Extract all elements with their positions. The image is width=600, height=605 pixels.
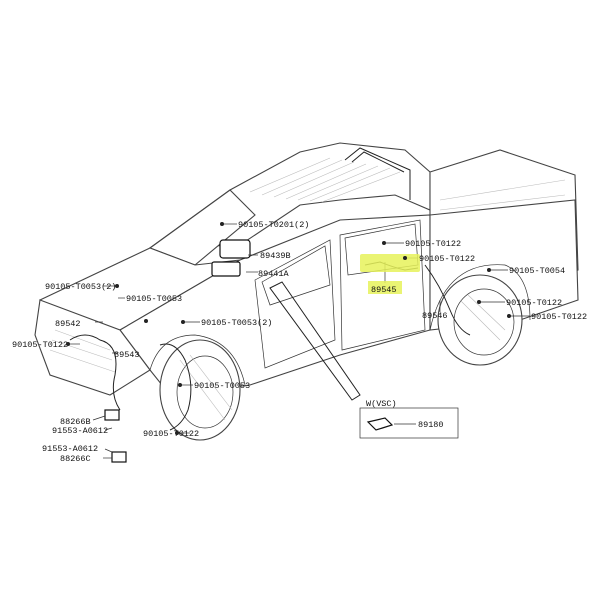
label-88266b: 88266B [60, 417, 91, 427]
label-89439b: 89439B [260, 251, 291, 261]
label-89542: 89542 [55, 319, 81, 329]
label-90105-t0201: 90105-T0201(2) [238, 220, 309, 230]
label-90105-t0122-e: 90105-T0122 [143, 429, 199, 439]
part-labels: 90105-T0201(2) 89439B 89441A 90105-T0122… [12, 220, 587, 464]
label-89546: 89546 [422, 311, 448, 321]
bolt-markers [66, 222, 511, 435]
vsc-detail-box [359, 407, 459, 439]
label-89545: 89545 [371, 285, 397, 295]
label-90105-t0053-2b: 90105-T0053(2) [201, 318, 272, 328]
label-89180: 89180 [418, 420, 444, 430]
label-88266c: 88266C [60, 454, 91, 464]
label-90105-t0122-c: 90105-T0122 [506, 298, 562, 308]
sensor-88266c [111, 451, 127, 463]
label-90105-t0054: 90105-T0054 [509, 266, 565, 276]
label-89543: 89543 [114, 350, 140, 360]
label-90105-t0122-b: 90105-T0122 [419, 254, 475, 264]
sensor-89180 [366, 417, 394, 431]
label-90105-t0053-2a: 90105-T0053(2) [45, 282, 116, 292]
highlight-89545-wire [360, 254, 420, 272]
sensor-89441a [211, 261, 241, 277]
label-90105-t0053-b: 90105-T0053 [194, 381, 250, 391]
label-89441a: 89441A [258, 269, 290, 279]
label-91553-a0612-a: 91553-A0612 [52, 426, 108, 436]
truck-outline [34, 142, 579, 441]
label-vsc-note: W(VSC) [366, 399, 397, 409]
sensor-88266b [104, 409, 120, 421]
label-90105-t0053: 90105-T0053 [126, 294, 182, 304]
highlight-89545-label [368, 281, 402, 294]
label-90105-t0122-left: 90105-T0122 [12, 340, 68, 350]
label-91553-a0612-b: 91553-A0612 [42, 444, 98, 454]
label-90105-t0122-d: 90105-T0122 [531, 312, 587, 322]
label-90105-t0122-a: 90105-T0122 [405, 239, 461, 249]
bracket-89439b [219, 239, 251, 259]
